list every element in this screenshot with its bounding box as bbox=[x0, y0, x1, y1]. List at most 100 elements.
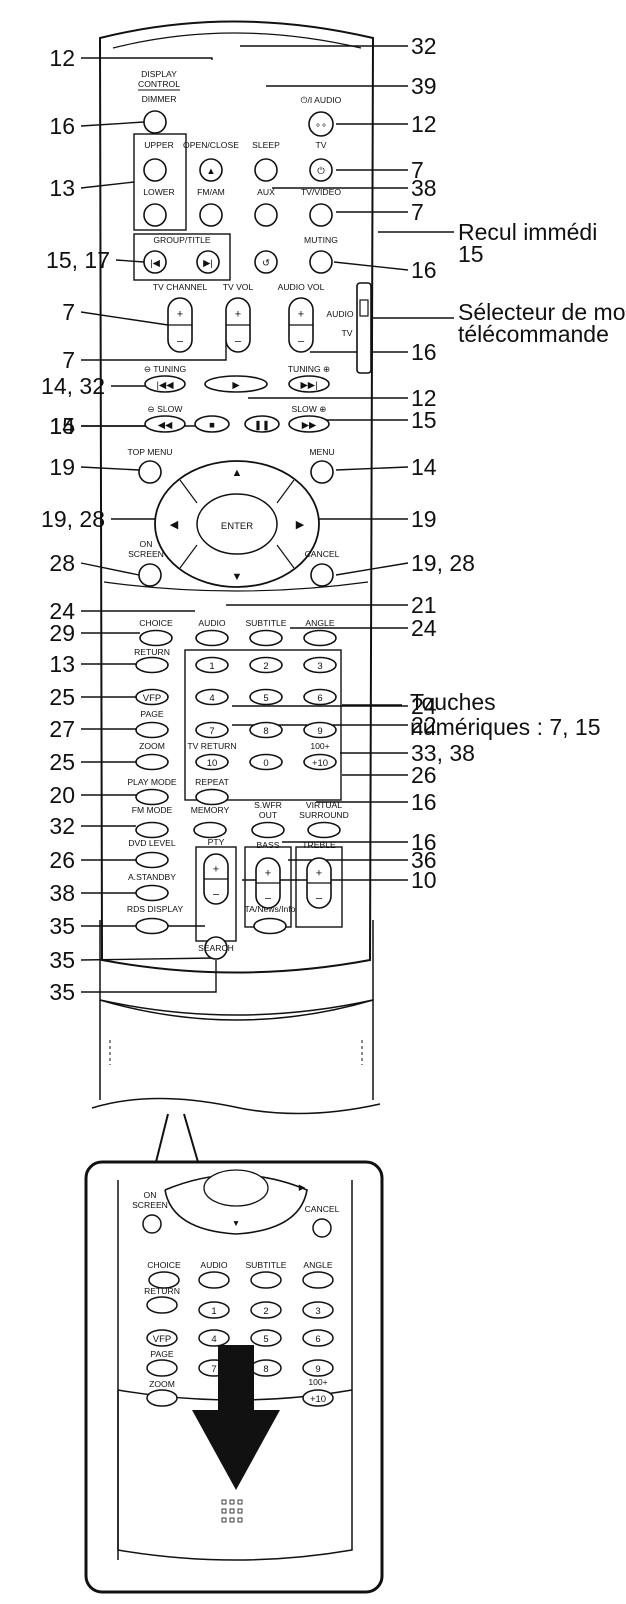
subtitle-button[interactable] bbox=[249, 629, 283, 647]
num-1[interactable]: 1 bbox=[195, 656, 229, 674]
callout-right-10: 15 bbox=[411, 407, 437, 433]
news-info-button[interactable] bbox=[253, 917, 287, 935]
callout-left-2: 16 bbox=[49, 113, 75, 139]
slow-back-button-label: ◀◀ bbox=[158, 420, 173, 431]
upper-button[interactable] bbox=[143, 158, 167, 182]
return-button[interactable] bbox=[135, 656, 169, 674]
search-label: SEARCH bbox=[198, 943, 234, 953]
num-5-label: 5 bbox=[263, 693, 268, 704]
tuning-next-button[interactable]: ▶▶| bbox=[288, 375, 330, 393]
pty-rocker-minus: – bbox=[213, 889, 220, 901]
stop-button-label: ■ bbox=[209, 420, 215, 431]
swfr-button[interactable] bbox=[251, 821, 285, 839]
group-next-button[interactable]: ▶| bbox=[196, 250, 220, 274]
aux-button[interactable] bbox=[254, 203, 278, 227]
group-next-button-label: ▶| bbox=[203, 258, 213, 269]
play-mode-button[interactable] bbox=[135, 788, 169, 806]
num-8[interactable]: 8 bbox=[249, 721, 283, 739]
recul-note-line2: 15 bbox=[458, 241, 484, 267]
callout-right-12: 19 bbox=[411, 506, 437, 532]
num-2[interactable]: 2 bbox=[249, 656, 283, 674]
muting-button[interactable] bbox=[309, 250, 333, 274]
page-button[interactable] bbox=[135, 721, 169, 739]
num-6[interactable]: 6 bbox=[303, 688, 337, 706]
num-10-label: 10 bbox=[207, 758, 218, 769]
pause-button[interactable]: ❚❚ bbox=[244, 415, 280, 433]
repeat-button[interactable] bbox=[195, 788, 229, 806]
virtual-surround-button[interactable] bbox=[307, 821, 341, 839]
top-menu-button[interactable] bbox=[138, 460, 162, 484]
tv-vol-rocker[interactable]: +– bbox=[225, 297, 251, 353]
sleep-button[interactable] bbox=[254, 158, 278, 182]
dvd-level-button[interactable] bbox=[135, 851, 169, 869]
recul-button[interactable]: ↺ bbox=[254, 250, 278, 274]
treble-rocker[interactable]: +– bbox=[306, 857, 332, 909]
slow-back-button[interactable]: ◀◀ bbox=[144, 415, 186, 433]
lower-button[interactable] bbox=[143, 203, 167, 227]
top-menu-label: TOP MENU bbox=[127, 447, 172, 457]
page-label: PAGE bbox=[140, 709, 164, 719]
audio-button[interactable] bbox=[195, 629, 229, 647]
vfp-button[interactable]: VFP bbox=[135, 688, 169, 706]
audio-vol-label: AUDIO VOL bbox=[278, 282, 325, 292]
fm-am-label: FM/AM bbox=[197, 187, 225, 197]
audio-vol-rocker[interactable]: +– bbox=[288, 297, 314, 353]
pause-button-label: ❚❚ bbox=[254, 420, 270, 431]
callout-left-18: 25 bbox=[49, 749, 75, 775]
on-screen-button[interactable] bbox=[138, 563, 162, 587]
dimmer-button[interactable] bbox=[143, 110, 167, 134]
pty-rocker[interactable]: +– bbox=[203, 853, 229, 905]
callout-left-23: 35 bbox=[49, 913, 75, 939]
num-7[interactable]: 7 bbox=[195, 721, 229, 739]
tv-channel-rocker[interactable]: +– bbox=[167, 297, 193, 353]
selecteur-note-line2: télécommande bbox=[458, 321, 609, 347]
callout-right-1: 32 bbox=[411, 33, 437, 59]
slow-forward-button[interactable]: ▶▶ bbox=[288, 415, 330, 433]
plus10-button[interactable]: +10 bbox=[303, 753, 337, 771]
callout-left-1: 12 bbox=[49, 45, 75, 71]
memory-button[interactable] bbox=[193, 821, 227, 839]
play-button[interactable]: ▶ bbox=[204, 375, 268, 393]
zoom-button[interactable] bbox=[135, 753, 169, 771]
callout-left-9: 14 bbox=[49, 413, 75, 439]
tv-video-button[interactable] bbox=[309, 203, 333, 227]
vfp-button-label: VFP bbox=[143, 693, 161, 704]
treble-label: TREBLE bbox=[302, 840, 336, 850]
callout-left-6: 7 bbox=[62, 347, 75, 373]
treble-rocker-minus: – bbox=[316, 893, 323, 905]
menu-button[interactable] bbox=[310, 460, 334, 484]
num-5[interactable]: 5 bbox=[249, 688, 283, 706]
cursor-pad[interactable]: ▲▼▶◀ENTER bbox=[154, 460, 320, 588]
num-3[interactable]: 3 bbox=[303, 656, 337, 674]
touches-note-line1: Touches bbox=[410, 689, 496, 715]
callout-right-4: 7 bbox=[411, 157, 424, 183]
recul-button-label: ↺ bbox=[262, 258, 270, 269]
angle-button[interactable] bbox=[303, 629, 337, 647]
stop-button[interactable]: ■ bbox=[194, 415, 230, 433]
group-prev-button[interactable]: |◀ bbox=[143, 250, 167, 274]
callout-left-13: 24 bbox=[49, 598, 75, 624]
subtitle-label: SUBTITLE bbox=[245, 618, 286, 628]
cancel-button[interactable] bbox=[310, 563, 334, 587]
num-9[interactable]: 9 bbox=[303, 721, 337, 739]
choice-button[interactable] bbox=[139, 629, 173, 647]
search-button[interactable] bbox=[204, 936, 228, 960]
fm-am-button[interactable] bbox=[199, 203, 223, 227]
rds-display-button[interactable] bbox=[135, 917, 169, 935]
num-10[interactable]: 10 bbox=[195, 753, 229, 771]
tv-power-button[interactable]: ⏻ bbox=[309, 158, 333, 182]
a-standby-button[interactable] bbox=[135, 884, 169, 902]
tuning-prev-button[interactable]: |◀◀ bbox=[144, 375, 186, 393]
tv-vol-label: TV VOL bbox=[223, 282, 254, 292]
memory-label: MEMORY bbox=[191, 805, 230, 815]
inset-subtitle-label: SUBTITLE bbox=[245, 1260, 286, 1270]
num-4[interactable]: 4 bbox=[195, 688, 229, 706]
callout-left-21: 26 bbox=[49, 847, 75, 873]
inset-num-2-label: 2 bbox=[263, 1306, 268, 1317]
bass-rocker[interactable]: +– bbox=[255, 857, 281, 909]
num-0[interactable]: 0 bbox=[249, 753, 283, 771]
fm-mode-button[interactable] bbox=[135, 821, 169, 839]
audio-power-button[interactable]: ∘∘ bbox=[308, 111, 334, 137]
open-close-button[interactable]: ▲ bbox=[199, 158, 223, 182]
